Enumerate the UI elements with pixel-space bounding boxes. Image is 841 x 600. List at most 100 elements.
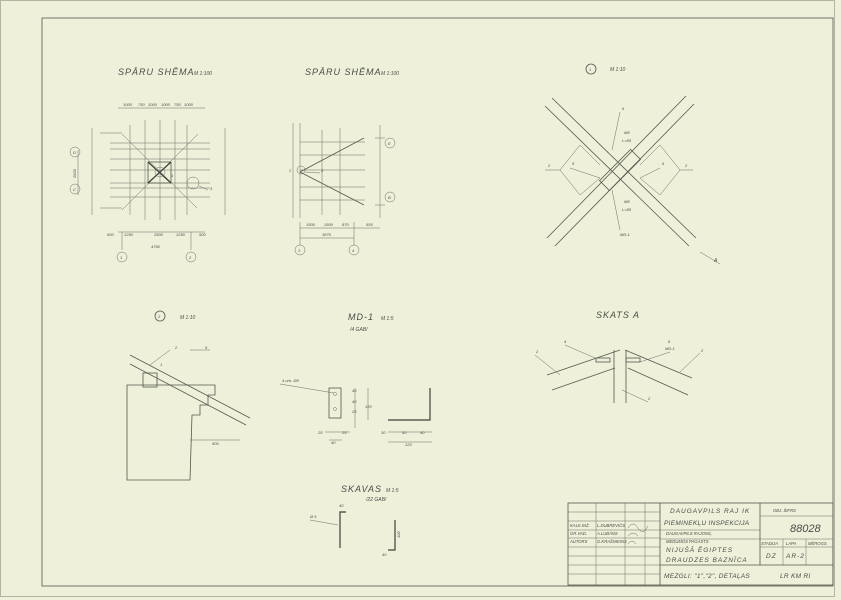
- org-name: DAUGAVPILS RAJ IK: [670, 508, 750, 515]
- dim-total: 2820: [72, 168, 77, 179]
- dim-total: 3870: [322, 232, 332, 237]
- dim: 40: [339, 503, 344, 508]
- hole-note: 4 urb. Ø9: [282, 378, 299, 383]
- dim: 1250: [124, 232, 134, 237]
- callout: 4: [564, 339, 567, 344]
- callout: 2: [535, 349, 539, 354]
- dim: 500: [212, 441, 219, 446]
- view-a: SKATS A 2 4 6 MD-1 2 2: [534, 310, 704, 403]
- skats-title: SKATS A: [596, 310, 640, 320]
- stage-label: STADIJA: [761, 541, 778, 546]
- plan1-title: SPĀRU SHĒMA: [118, 67, 195, 77]
- person-name: A.LUBĀNS: [596, 531, 618, 536]
- plan1-scale: M 1:100: [194, 71, 212, 77]
- callout: M8: [624, 130, 630, 135]
- dim: 1500: [324, 222, 334, 227]
- detail-2: 2 M 1:10 2 9 1 500: [126, 310, 251, 481]
- org-code: LR KM RI: [780, 573, 811, 580]
- dim: 1000: [123, 102, 133, 107]
- title-block: DAUGAVPILS RAJ IK PIEMINEKĻU INSPEKCIJA …: [567, 502, 834, 586]
- dim: 1500: [306, 222, 316, 227]
- callout: 6: [668, 339, 671, 344]
- dim: 100: [396, 531, 401, 538]
- md1-title: MD-1: [348, 312, 374, 322]
- dim: 1000: [161, 102, 171, 107]
- md1-scale: M 1:5: [381, 316, 394, 322]
- dim: Ø 6: [309, 514, 317, 519]
- object-name: DRAUDZES BAZNĪCA: [666, 556, 748, 564]
- callout: 6: [622, 106, 625, 111]
- skavas-quantity: /22 GAB/: [365, 497, 387, 503]
- person-name: G.KRAŠNIKINS: [597, 539, 627, 544]
- callout: 9: [205, 345, 208, 350]
- callout: 2: [174, 345, 178, 350]
- axis-d: D: [73, 150, 76, 155]
- dim: 50: [402, 430, 407, 435]
- dim: 870: [342, 222, 349, 227]
- dim: 25: [351, 409, 357, 414]
- md1-quantity: /4 GAB/: [349, 327, 368, 333]
- plan2-scale: M 1:100: [381, 71, 399, 77]
- callout: M8: [624, 199, 630, 204]
- callout: 6: [662, 161, 665, 166]
- dim: 750: [138, 102, 145, 107]
- detail1-marker: 1: [589, 67, 591, 72]
- callout: L=85: [622, 207, 632, 212]
- sheet-title: MEZGLI: "1","2", DETAĻAS: [664, 573, 750, 580]
- dim: 40: [382, 552, 387, 557]
- signature: [627, 532, 639, 537]
- plan2-callout-3: 3: [321, 168, 324, 173]
- plan2-callout-2: 2: [288, 168, 292, 173]
- callout: MD-1: [620, 232, 630, 237]
- skavas-title: SKAVAS: [341, 484, 382, 494]
- dim: 40: [352, 399, 357, 404]
- scale-label: MĒROGS: [808, 541, 827, 546]
- callout: L=85: [622, 138, 632, 143]
- dim: 120: [365, 404, 372, 409]
- plan1-callout-1: 1: [171, 173, 173, 178]
- object-name: NIJUŠĀ ĒGIPTES: [666, 545, 733, 554]
- role: GR.VAD.: [570, 531, 587, 536]
- axis-4: 4: [352, 248, 355, 253]
- callout: 1: [160, 362, 162, 367]
- signature: [627, 523, 649, 532]
- dim: 500: [199, 232, 206, 237]
- axis-e: E: [388, 141, 391, 146]
- location: DAUGAVPILS RAJONS,: [666, 531, 712, 536]
- role: AUTORS: [569, 539, 588, 544]
- dim: 25: [341, 430, 347, 435]
- stage-value: DZ: [766, 553, 777, 560]
- callout: 2: [547, 163, 551, 168]
- person-name: L.DUBREVIČS: [597, 523, 625, 528]
- dim: 1000: [184, 102, 194, 107]
- drawing-frame: [41, 17, 834, 587]
- dim: 40: [331, 440, 336, 445]
- plan2-title: SPĀRU SHĒMA: [305, 67, 382, 77]
- axis-1: 1: [120, 255, 122, 260]
- detail2-scale: M 1:10: [180, 315, 196, 321]
- callout: 2: [647, 396, 651, 401]
- obj-code-label: OBJ. ŠIFRS: [773, 508, 796, 513]
- dim-total: 4760: [151, 244, 161, 249]
- dim: 40: [352, 388, 357, 393]
- detail2-marker: 2: [157, 314, 161, 319]
- org-name: PIEMINEKĻU INSPEKCIJA: [664, 520, 749, 527]
- signature: [627, 540, 637, 545]
- detail1-scale: M 1:10: [610, 67, 626, 73]
- axis-c: C: [73, 187, 76, 192]
- axis-2: 2: [188, 255, 192, 260]
- callout: 2: [684, 163, 688, 168]
- role: KALK.INŽ.: [570, 523, 590, 528]
- plate-md1: MD-1 M 1:5 /4 GAB/ 4 urb. Ø9 40 40 25 12…: [279, 312, 432, 447]
- dim: 500: [107, 232, 114, 237]
- detail-1: 1 M 1:10 2 2 5 6 6 M8 L=85 M8 L=85 MD-1 …: [544, 63, 721, 265]
- axis-b: B: [388, 195, 391, 200]
- dim: 40: [420, 430, 425, 435]
- callout: 5: [572, 161, 575, 166]
- staples: SKAVAS M 1:5 /22 GAB/ Ø 6 40 100 40: [309, 484, 401, 557]
- dim: 750: [174, 102, 181, 107]
- location: MEDUMOS PAGASTS: [666, 539, 709, 544]
